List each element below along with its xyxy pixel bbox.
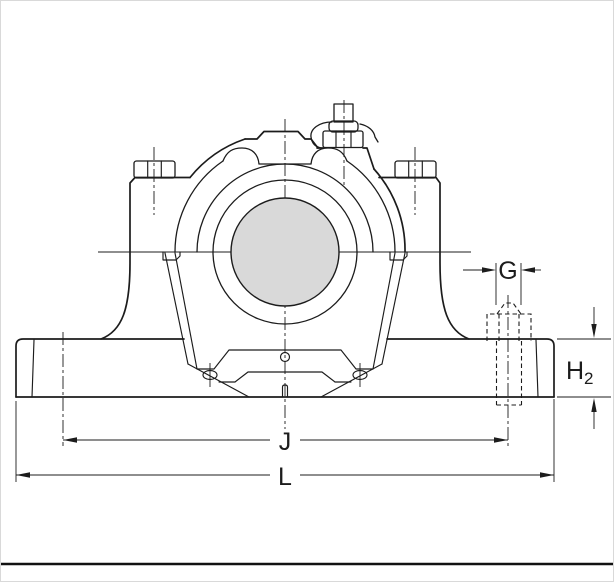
washer-curl-right (359, 123, 379, 143)
fitting-stem (333, 103, 354, 123)
dim-j: J (63, 428, 508, 456)
cap-bolt-right (394, 160, 437, 179)
cap-top-flat-and-bump (244, 130, 319, 149)
fitting-hex-nut (322, 130, 364, 149)
dim-label-l: L (278, 463, 292, 491)
base-bridge-upper (196, 349, 374, 370)
base-slot (281, 384, 289, 398)
arrowhead-right (494, 437, 508, 443)
left-foot (15, 338, 185, 398)
bore-circle (212, 179, 358, 325)
cap-arch-right (373, 168, 406, 253)
bolt-head (133, 160, 176, 179)
arrowhead-right (482, 267, 496, 273)
dim-label-h2-sub: 2 (584, 369, 593, 388)
base-bridge-lower (218, 371, 352, 383)
base-hole-right (352, 369, 368, 381)
left-side-profile (100, 176, 191, 340)
washer-curl-left (310, 121, 333, 149)
dowel-hole (279, 351, 291, 363)
arrowhead-left (63, 437, 77, 443)
right-foot-chamfer (535, 339, 539, 398)
seat-arc (196, 163, 374, 253)
fitting-collar (328, 120, 359, 133)
arrowhead-down (591, 324, 597, 338)
base-hole-left (202, 369, 218, 381)
arrowhead-up (591, 398, 597, 412)
bolt-head (394, 160, 437, 179)
arrowhead-right (540, 472, 554, 478)
cap-inner-wall-left (174, 160, 224, 253)
right-foot (386, 338, 555, 398)
dim-h2: H 2 (557, 307, 611, 429)
dim-l: L (15, 399, 555, 491)
cap-arch-left (189, 138, 246, 179)
grease-fitting (310, 103, 379, 149)
foundation-bolt-hidden (486, 302, 532, 406)
left-foot-chamfer (31, 339, 35, 398)
right-side-profile (378, 176, 470, 340)
shaft-cross-section (230, 197, 340, 307)
cap-bolt-left (133, 160, 176, 179)
dim-label-j: J (279, 428, 292, 456)
bolt-head-chamfer-hidden (496, 302, 522, 315)
dim-label-h2: H (566, 357, 584, 385)
arrowhead-left (521, 267, 535, 273)
dim-g: G (463, 257, 541, 305)
bearing-housing (15, 130, 555, 398)
dim-label-g: G (498, 257, 517, 285)
bolt-head-hidden (486, 313, 532, 341)
cap-inner-wall-right (346, 160, 396, 253)
arrowhead-left (16, 472, 30, 478)
